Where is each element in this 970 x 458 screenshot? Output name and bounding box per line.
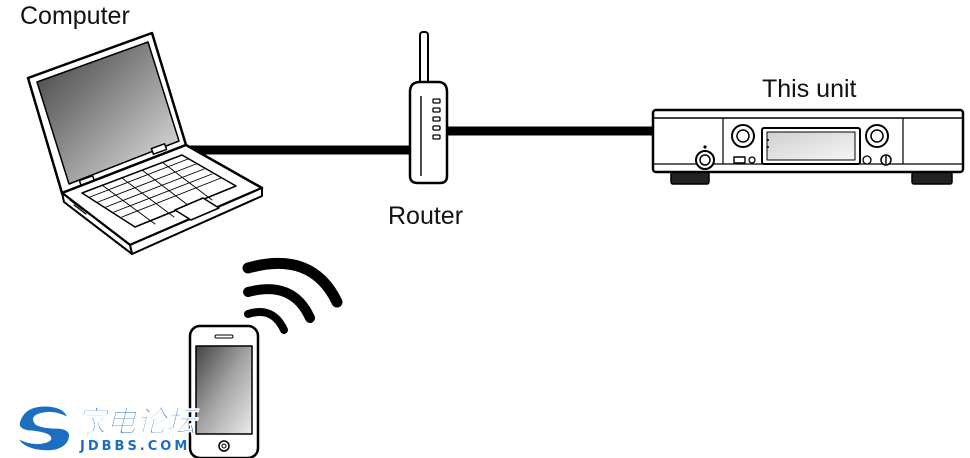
wifi-waves-icon bbox=[242, 257, 343, 334]
router-label: Router bbox=[388, 202, 464, 230]
this-unit-label: This unit bbox=[762, 75, 857, 103]
watermark-brand-en: JDBBS.COM bbox=[79, 439, 190, 454]
smartphone-icon bbox=[188, 324, 260, 458]
computer-label: Computer bbox=[20, 2, 130, 30]
network-player-icon bbox=[651, 108, 965, 185]
ethernet-cables bbox=[180, 126, 654, 155]
router-icon bbox=[408, 31, 449, 185]
watermark-swoosh-icon bbox=[16, 405, 71, 452]
laptop-icon bbox=[26, 31, 264, 255]
watermark-logo: 家电论坛 JDBBS.COM bbox=[16, 405, 200, 454]
watermark-brand-cn: 家电论坛 bbox=[76, 405, 200, 440]
